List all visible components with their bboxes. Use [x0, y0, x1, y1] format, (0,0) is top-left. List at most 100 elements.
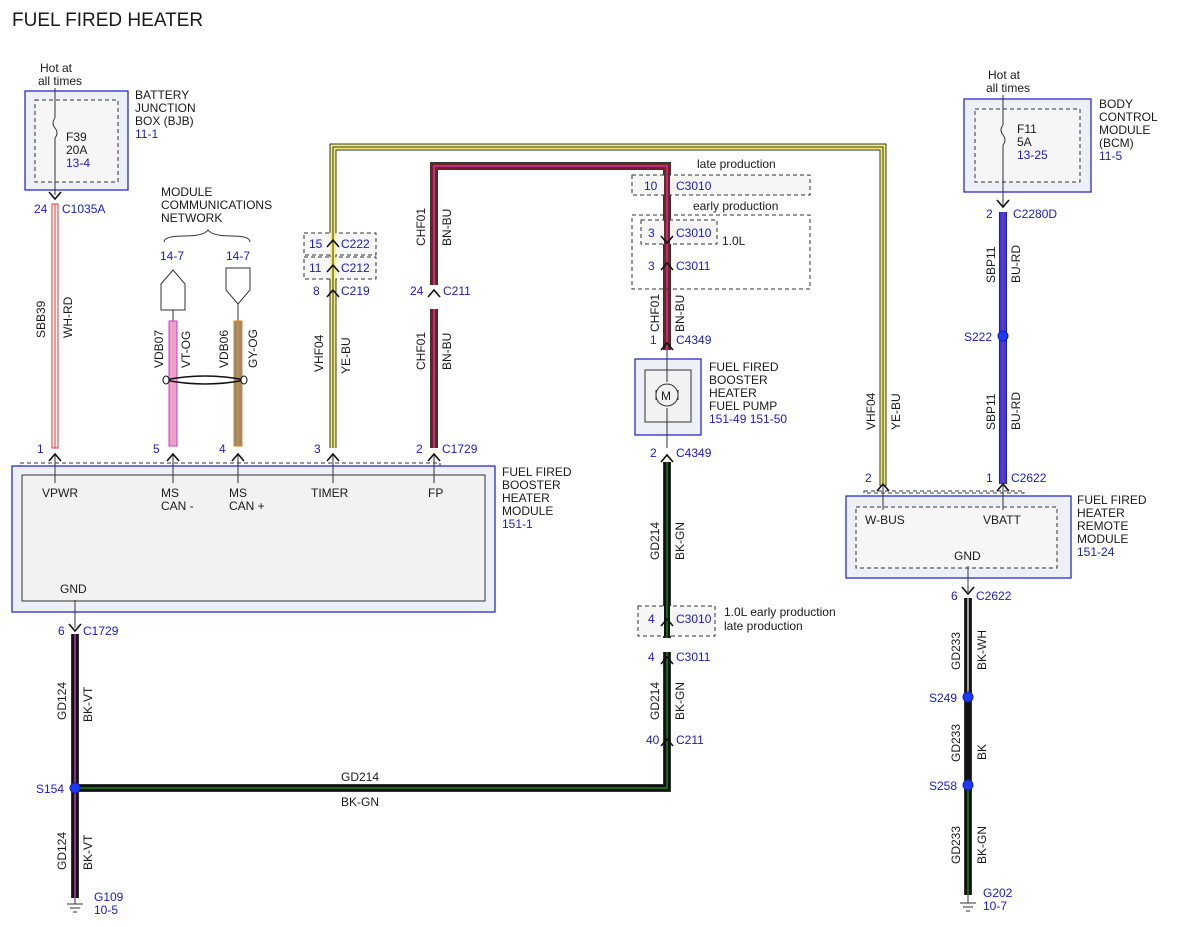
bjb-inner-box	[34, 99, 119, 183]
terminal-gnd: GND	[60, 582, 87, 596]
splice-s154: S154	[36, 782, 64, 796]
wire-vdb07[interactable]	[168, 310, 178, 447]
network-connector-right-icon	[225, 267, 251, 305]
c212-label: C212	[341, 261, 370, 275]
bcm-fuse-icon	[1000, 124, 1006, 146]
remote-module-name-1: FUEL FIRED	[1077, 493, 1147, 507]
label-gd124-upper: GD124	[55, 682, 69, 720]
note-early-line: 1.0L early production	[724, 605, 836, 619]
heater-module-name-4: MODULE	[502, 504, 553, 518]
module-pin-fp: 2	[416, 442, 423, 456]
splice-s249-icon	[962, 691, 974, 703]
label-bk-gn-horizontal: BK-GN	[341, 795, 379, 809]
label-bu-rd-lower: BU-RD	[1009, 392, 1023, 430]
remote-gnd-connector: C2622	[976, 589, 1012, 603]
network-name-2: COMMUNICATIONS	[161, 198, 272, 212]
label-vhf04-left: VHF04	[312, 334, 326, 372]
terminal-mscan-minus-1: MS	[161, 486, 179, 500]
remote-module-name-3: REMOTE	[1077, 519, 1128, 533]
c3010-lower-box	[637, 605, 716, 637]
splice-s258: S258	[929, 779, 957, 793]
label-bn-bu-mid: BN-BU	[440, 333, 454, 370]
splice-s154-icon	[69, 782, 81, 794]
c212-pin: 11	[309, 261, 322, 275]
label-bn-bu-top: BN-BU	[440, 209, 454, 246]
pump-pin-bottom: 2	[650, 446, 657, 460]
bcm-name-3: MODULE	[1099, 123, 1150, 137]
bcm-fuse-number: F11	[1017, 122, 1037, 136]
network-name-1: MODULE	[161, 185, 212, 199]
remote-module-inner	[855, 506, 1058, 569]
c211-lower-pin: 40	[646, 733, 660, 747]
heater-module-inner	[21, 474, 486, 602]
bcm-connector: C2280D	[1013, 207, 1057, 221]
wire-vdb06[interactable]	[233, 304, 243, 447]
remote-connector: C2622	[1011, 471, 1047, 485]
bcm-name-4: (BCM)	[1099, 136, 1134, 150]
label-chf01-top: CHF01	[414, 208, 428, 246]
note-late-line: late production	[724, 619, 803, 633]
heater-module-name-3: HEATER	[502, 491, 550, 505]
c3010-late-pin: 10	[644, 179, 658, 193]
c4349-top-arrow-icon	[660, 341, 674, 351]
module-pin-mscan-plus: 4	[219, 442, 226, 456]
pump-name-3: HEATER	[709, 386, 757, 400]
label-gd214-pump: GD214	[648, 522, 662, 560]
pump-connector-bottom: C4349	[676, 446, 712, 460]
label-sbp11-lower: SBP11	[984, 393, 998, 430]
remote-module-ref: 151-24	[1077, 545, 1115, 559]
pump-pin-top: 1	[650, 333, 657, 347]
c211-lower-label: C211	[676, 733, 704, 747]
c219-label: C219	[341, 284, 370, 298]
ground-g202-ref: 10-7	[983, 899, 1007, 913]
label-gd124-lower: GD124	[55, 832, 69, 870]
c3011-pin: 3	[648, 259, 655, 273]
bcm-fuse-ref: 13-25	[1017, 148, 1048, 162]
network-ref-left: 14-7	[160, 249, 184, 263]
c211-arrow-icon	[427, 288, 441, 298]
label-vdb07: VDB07	[152, 330, 166, 368]
module-pin-timer: 3	[314, 442, 321, 456]
label-bk-vt-lower: BK-VT	[81, 834, 95, 870]
pump-ref: 151-49 151-50	[709, 412, 787, 426]
splice-s249: S249	[929, 691, 957, 705]
c222-pin: 15	[309, 237, 323, 251]
bjb-pin: 24	[34, 202, 48, 216]
wire-chf01[interactable]	[430, 162, 671, 448]
bcm-ref: 11-5	[1099, 149, 1122, 163]
wire-sbb39[interactable]	[51, 203, 59, 449]
c219-arrow-icon	[326, 288, 340, 298]
c3010-early-box	[640, 219, 718, 245]
label-ye-bu-left: YE-BU	[339, 337, 353, 374]
module-pin-mscan-minus: 5	[153, 442, 160, 456]
remote-gnd-pin: 6	[951, 589, 958, 603]
terminal-timer: TIMER	[311, 486, 349, 500]
wire-gd214[interactable]	[75, 462, 671, 792]
terminal-vpwr: VPWR	[42, 486, 78, 500]
terminal-mscan-plus-2: CAN +	[229, 499, 265, 513]
ground-g109: G109	[94, 890, 124, 904]
c3010-lower-label: C3010	[676, 612, 712, 626]
bjb-fuse-number: F39	[66, 130, 87, 144]
bjb-hot-label-1: Hot at	[40, 61, 73, 75]
remote-terminal-vbatt: VBATT	[983, 513, 1021, 527]
network-ref-right: 14-7	[226, 249, 250, 263]
c3010-late-box	[631, 174, 811, 196]
bjb-name-3: BOX (BJB)	[135, 114, 194, 128]
splice-s222-icon	[997, 330, 1009, 342]
c222-box	[303, 232, 377, 256]
bjb-connector-arrow-icon	[48, 191, 62, 201]
label-bk-gn-ground: BK-GN	[975, 826, 989, 864]
label-gd233-upper: GD233	[949, 632, 963, 670]
c211-pin: 24	[410, 284, 424, 298]
note-1-0l: 1.0L	[722, 234, 746, 248]
bjb-name-1: BATTERY	[135, 88, 189, 102]
remote-module-name-2: HEATER	[1077, 506, 1125, 520]
bjb-connector: C1035A	[62, 202, 105, 216]
label-sbb39: SBB39	[34, 300, 48, 338]
bcm-hot-label-1: Hot at	[988, 68, 1021, 82]
c3011-lower-arrow-icon	[660, 655, 674, 665]
wire-vhf04[interactable]	[329, 143, 887, 486]
c3011-arrow-icon	[660, 261, 674, 271]
bjb-hot-label-2: all times	[38, 74, 82, 88]
